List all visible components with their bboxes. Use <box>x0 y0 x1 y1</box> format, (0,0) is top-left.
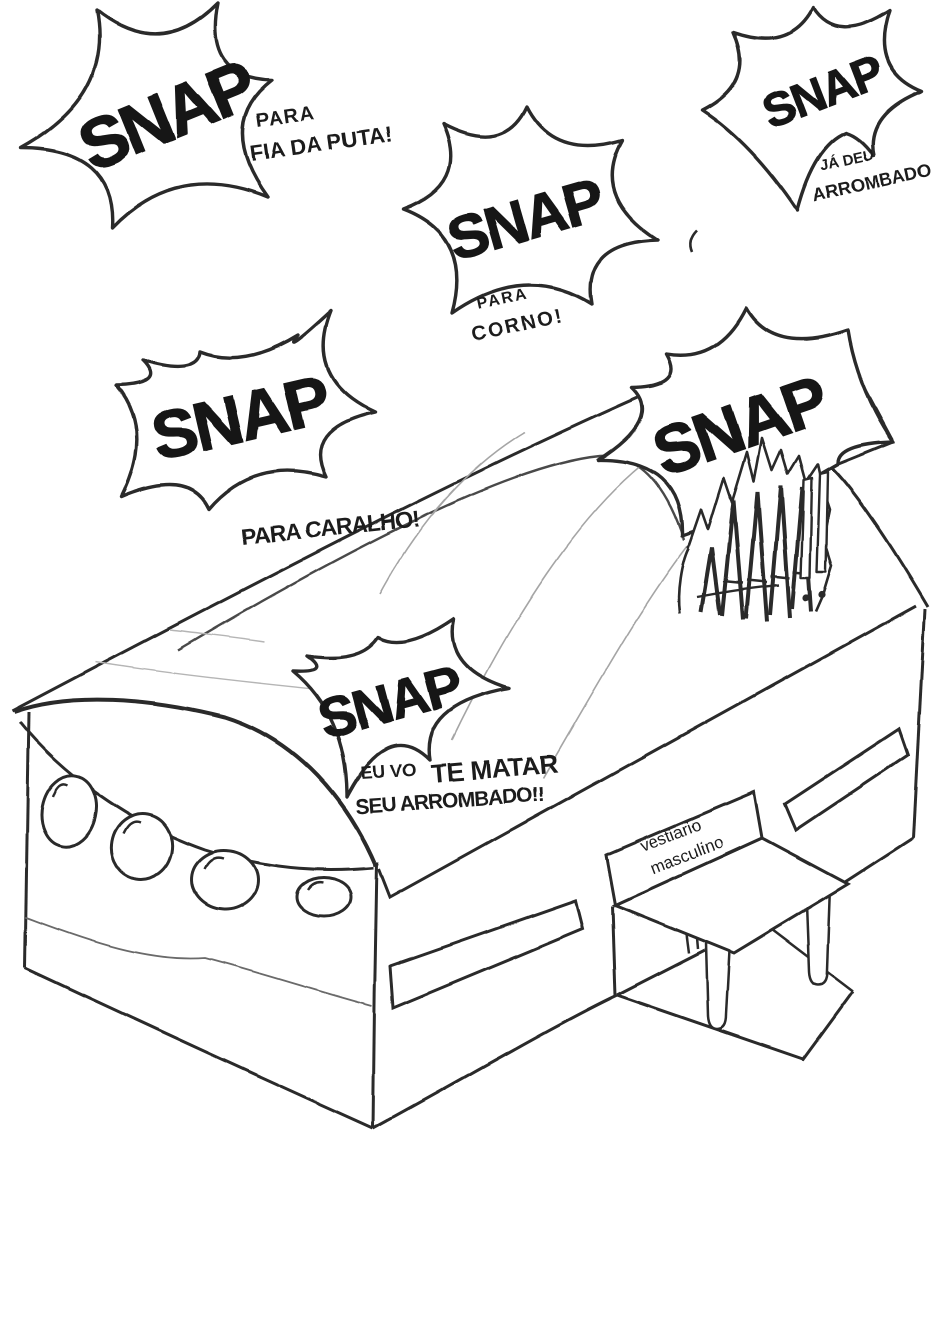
svg-text:EU VO: EU VO <box>360 759 417 783</box>
